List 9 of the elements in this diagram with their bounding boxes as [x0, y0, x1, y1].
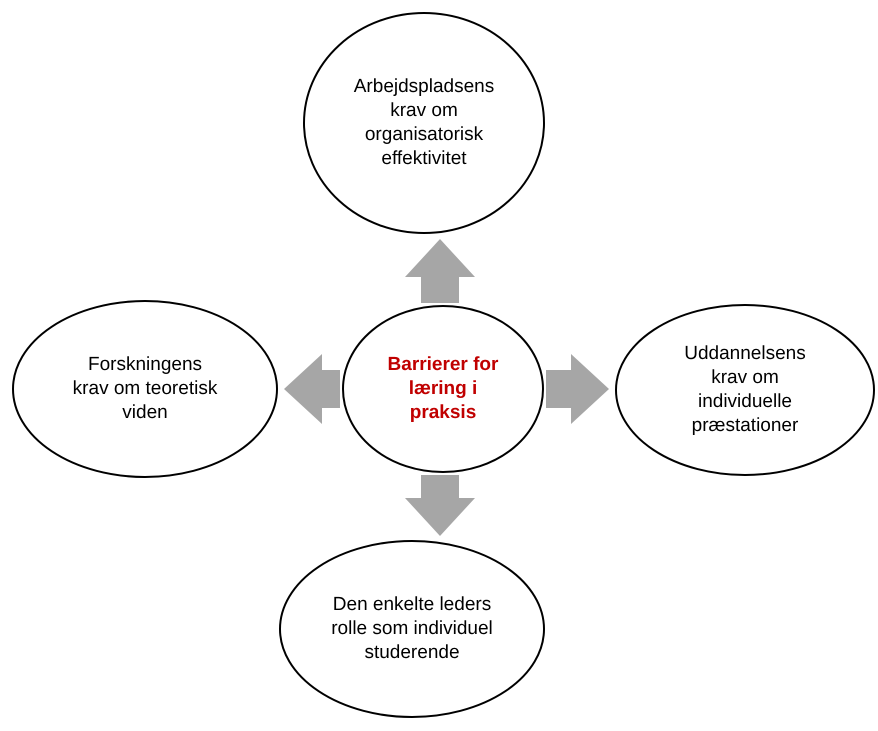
node-label: Barrierer for læring i praksis — [386, 353, 500, 425]
node-label: Forskningens krav om teoretisk viden — [72, 353, 218, 425]
block-arrow — [546, 354, 609, 424]
node-label: Uddannelsens krav om individuelle præstationer — [683, 342, 807, 438]
block-arrow — [284, 354, 340, 424]
block-arrow — [405, 474, 475, 536]
node-label: Arbejdspladsens krav om organisatorisk effektivitet — [352, 75, 496, 171]
node-label: Den enkelte leders rolle som individuel studerende — [330, 593, 494, 665]
block-arrow — [405, 239, 475, 304]
